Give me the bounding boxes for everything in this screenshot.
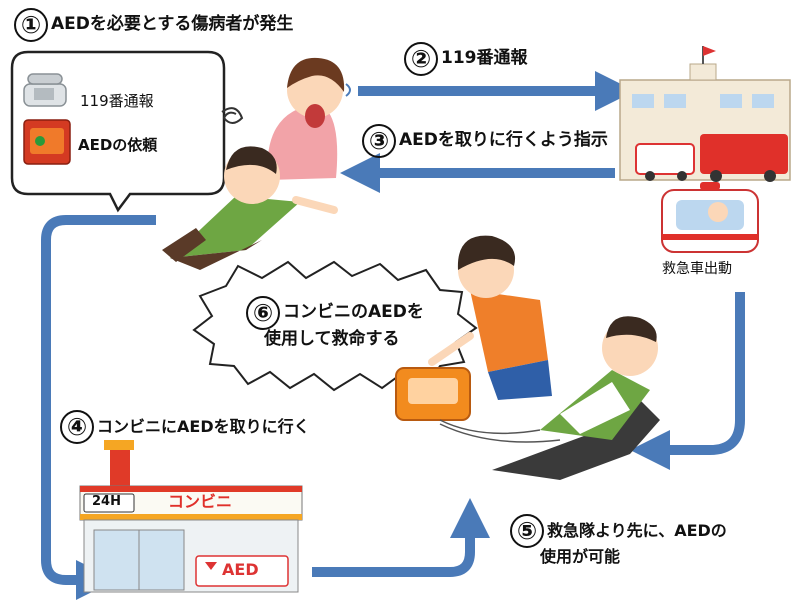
step6-line2: 使用して救命する <box>264 329 400 349</box>
ambulance-dispatch-label: 救急車出動 <box>662 261 732 277</box>
aed-sign: AED <box>222 560 259 579</box>
step2-number: ② <box>404 42 438 76</box>
step3-text: AEDを取りに行くよう指示 <box>399 130 608 151</box>
rescuer-boy-figure <box>428 235 552 400</box>
telephone-icon <box>23 73 67 107</box>
step4-number: ④ <box>60 410 94 444</box>
step5-number: ⑤ <box>510 514 544 548</box>
step5-line1: 救急隊より先に、AEDの <box>547 520 727 540</box>
lying-patient-figure <box>492 316 660 480</box>
collapsed-man-figure <box>162 107 338 270</box>
aed-case-orange <box>395 367 561 443</box>
burst-speech-bubble <box>192 260 478 392</box>
arrow-to-convenience-store <box>41 215 156 600</box>
fire-station-building <box>619 46 791 182</box>
bubble-request-label: AEDの依頼 <box>78 136 158 154</box>
ambulance-vehicle <box>661 182 759 253</box>
step4-text: コンビニにAEDを取りに行く <box>97 416 310 436</box>
step3-number: ③ <box>362 124 396 158</box>
arrow-ambulance-to-patient <box>630 292 745 470</box>
caller-woman-figure <box>267 57 351 180</box>
step6-line1: コンビニのAEDを <box>283 302 424 323</box>
step2-text: 119番通報 <box>441 48 528 69</box>
store-name-sign: コンビニ <box>168 492 233 511</box>
step5-line2: 使用が可能 <box>540 547 621 566</box>
bubble-call-label: 119番通報 <box>80 92 154 110</box>
step1-number: ① <box>14 8 48 42</box>
store-hours-sign: 24H <box>92 494 121 509</box>
convenience-store-building <box>79 440 303 593</box>
aed-device-icon <box>23 119 71 165</box>
step1-text: AEDを必要とする傷病者が発生 <box>51 14 294 35</box>
step6-number: ⑥ <box>246 296 280 330</box>
arrow-store-to-patient <box>312 498 490 577</box>
